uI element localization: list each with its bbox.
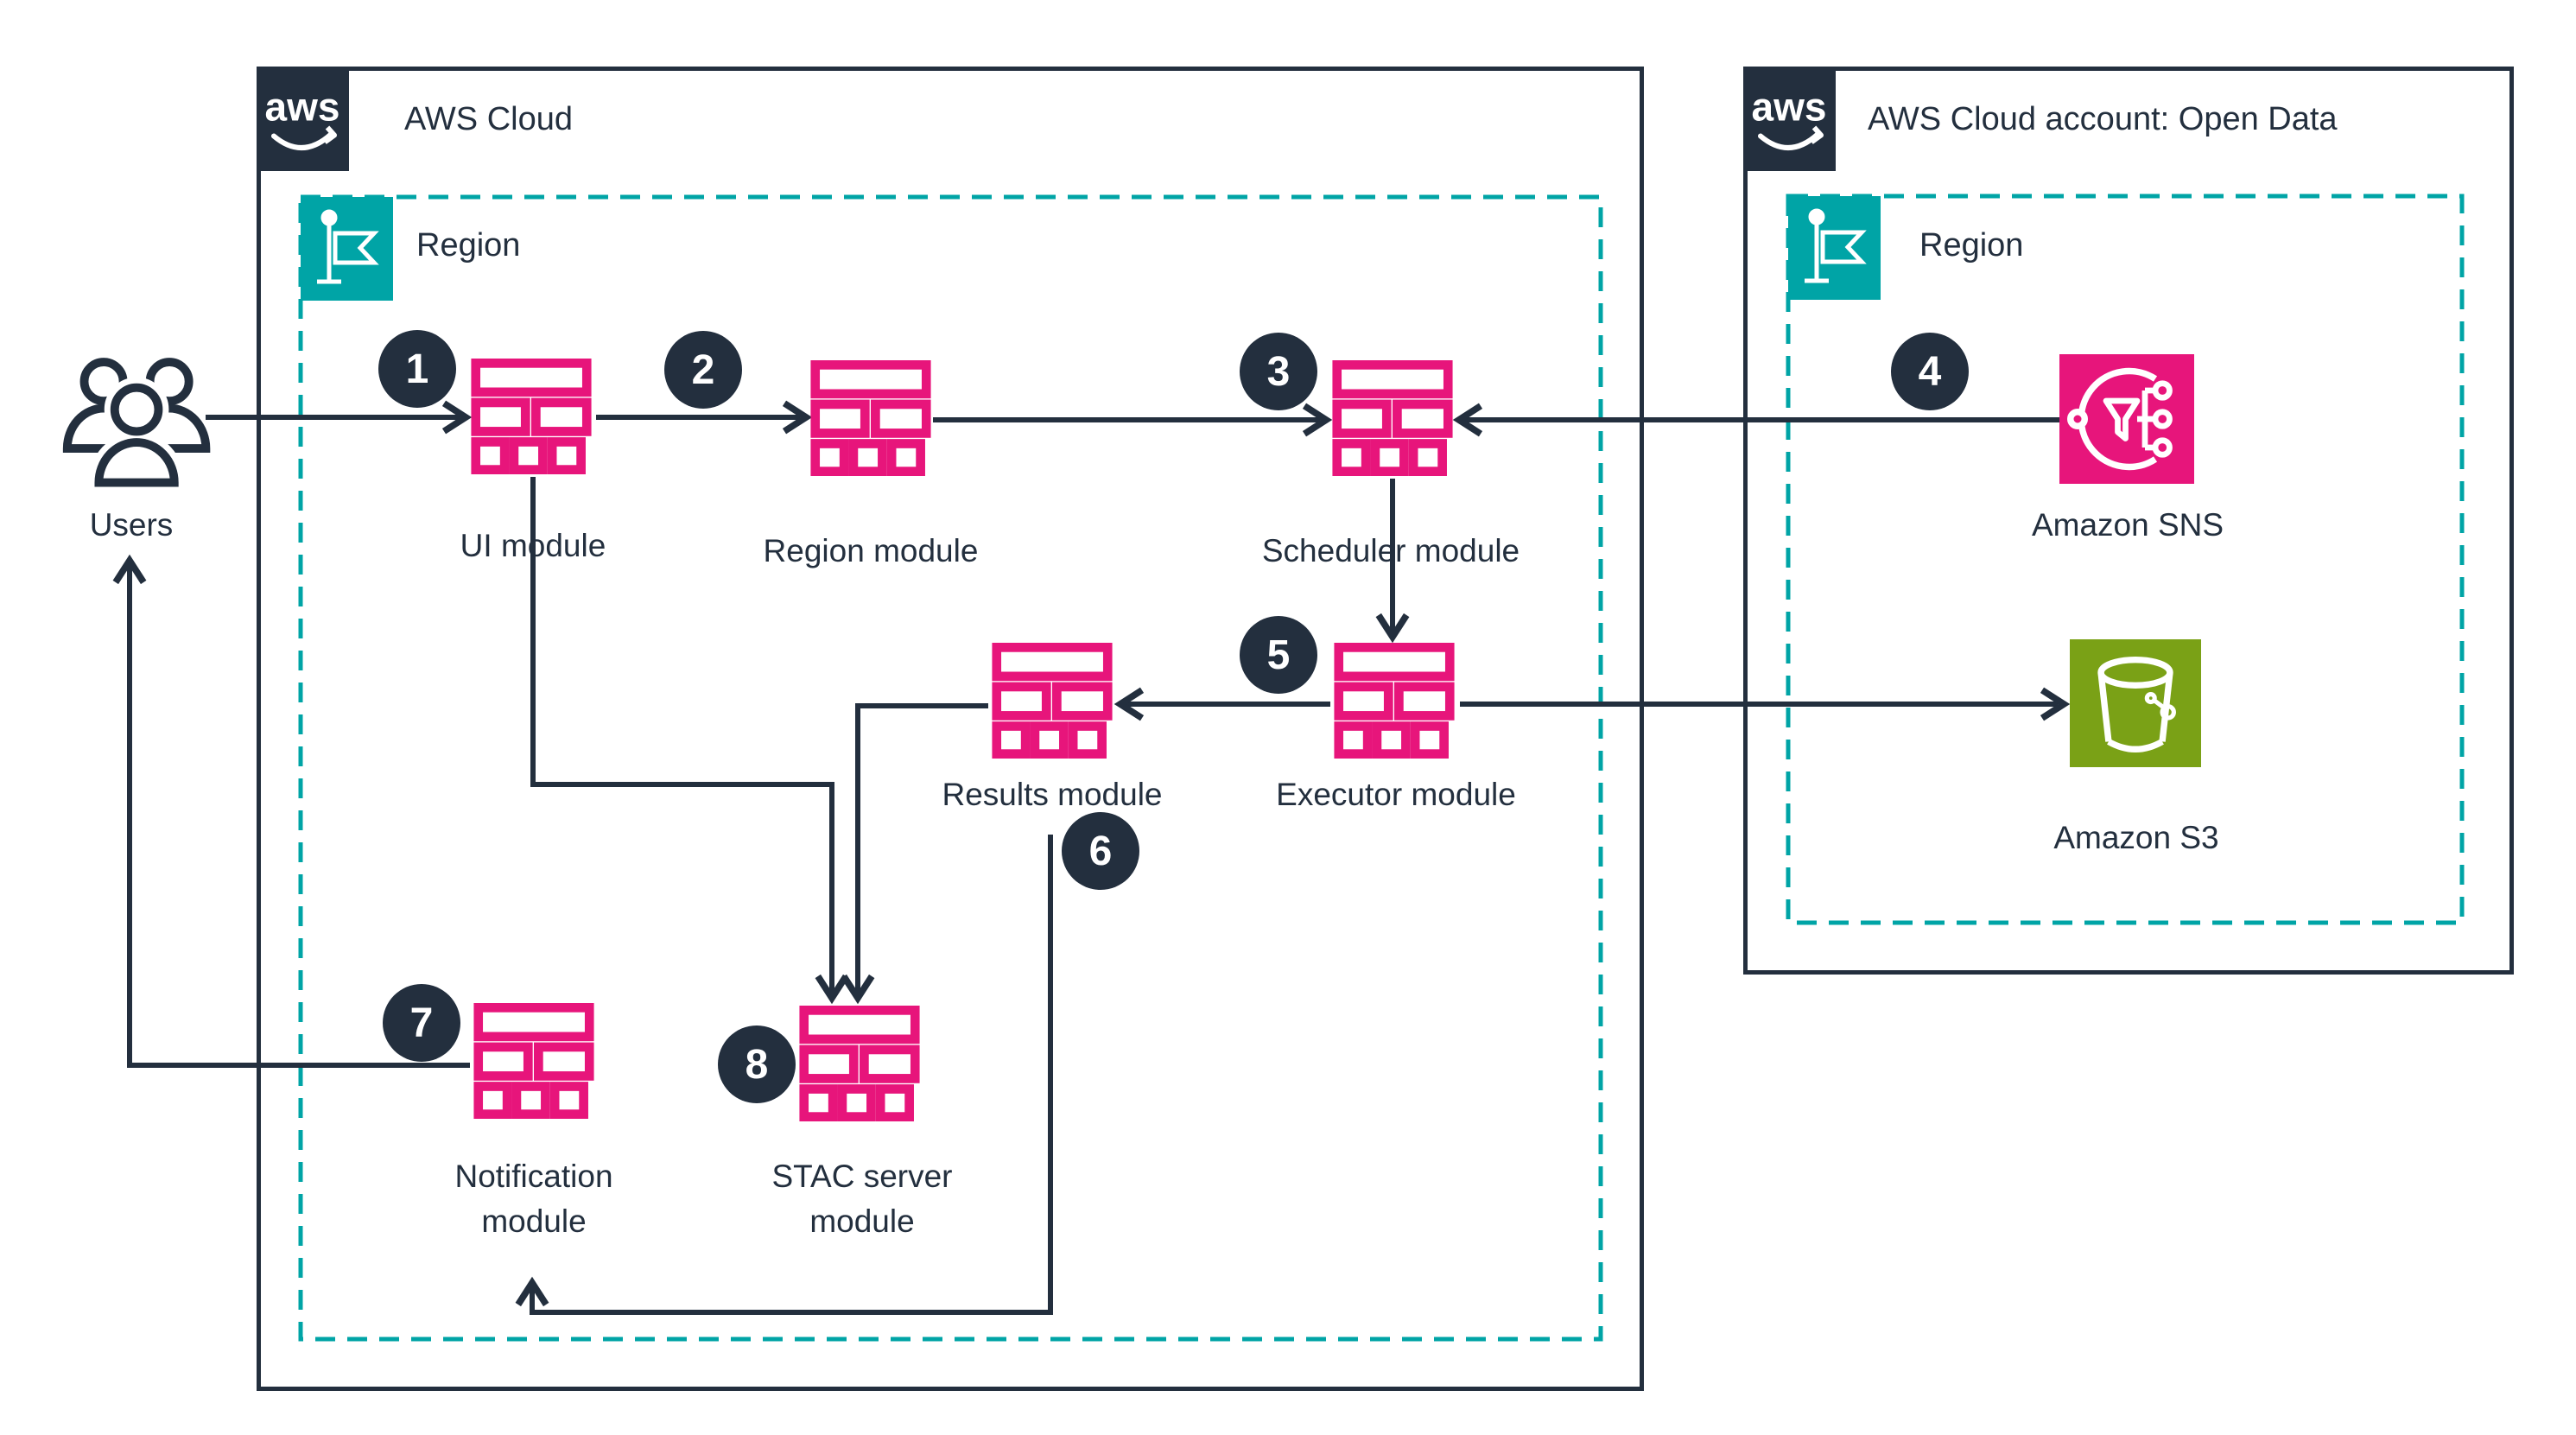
aws-logo-text: aws	[265, 85, 340, 130]
s3-label: Amazon S3	[2053, 820, 2219, 855]
step-badge-5: 5	[1240, 616, 1317, 694]
s3-bucket-icon	[2070, 639, 2201, 767]
sns-icon	[2059, 354, 2194, 484]
region-label: Region	[416, 227, 521, 264]
step-badge-3: 3	[1240, 333, 1317, 410]
scheduler-module-label: Scheduler module	[1261, 533, 1520, 568]
aws-logo-icon: aws	[257, 67, 349, 171]
open-data-account-box	[1743, 67, 2514, 975]
region-module-icon	[810, 360, 931, 476]
step-badge-4: 4	[1891, 333, 1969, 410]
users-label: Users	[89, 507, 174, 543]
open-data-account-title: AWS Cloud account: Open Data	[1868, 101, 2338, 137]
results-module-label: Results module	[942, 777, 1163, 812]
ui-module-label: UI module	[460, 528, 606, 563]
results-module-icon	[992, 643, 1113, 759]
executor-module-label: Executor module	[1276, 777, 1516, 812]
region-flag-icon	[1788, 196, 1881, 300]
step-badge-2: 2	[664, 331, 742, 409]
region-label: Region	[1919, 227, 2024, 264]
step-badge-1: 1	[378, 330, 456, 408]
ui-module-icon	[471, 359, 592, 474]
users-icon	[54, 350, 222, 493]
region-module-label: Region module	[763, 533, 979, 568]
aws-cloud-title: AWS Cloud	[404, 101, 573, 137]
aws-logo-icon: aws	[1743, 67, 1836, 171]
step-badge-7: 7	[383, 984, 460, 1062]
stac-server-module-label: STAC server module	[771, 1159, 953, 1239]
region-flag-icon	[301, 197, 393, 301]
sns-label: Amazon SNS	[2031, 507, 2224, 543]
notification-module-label: Notification module	[454, 1159, 613, 1239]
notification-module-icon	[473, 1003, 594, 1119]
executor-module-icon	[1334, 643, 1455, 759]
step-badge-6: 6	[1062, 812, 1139, 890]
stac-server-module-icon	[799, 1006, 920, 1121]
scheduler-module-icon	[1332, 360, 1453, 476]
step-badge-8: 8	[718, 1025, 796, 1103]
aws-logo-text: aws	[1752, 85, 1827, 130]
